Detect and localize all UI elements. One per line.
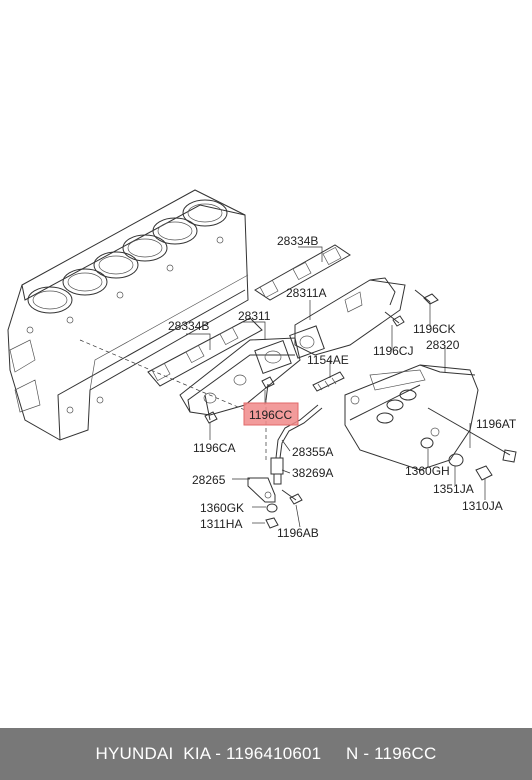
label-28265: 28265 [192,473,226,487]
part-labels: 28334B 28311A 28334B 28311 1196CK 1196CJ… [168,234,517,540]
label-1154ae: 1154AE [307,353,349,367]
highlight-box-1196cc [243,402,299,426]
exhaust-manifold-diagram: 28334B 28311A 28334B 28311 1196CK 1196CJ… [7,189,517,540]
gasket-28334b-left [147,317,263,387]
footer-bar: HYUNDAI KIA - 1196410601 N - 1196CC [0,728,532,780]
label-1360gk: 1360GK [200,501,244,515]
turbo-outlet-28320 [344,364,479,471]
exhaust-manifold-28311 [179,337,301,416]
label-28320: 28320 [426,338,460,352]
label-1196cc: 1196CC [249,408,292,422]
label-1196cj: 1196CJ [373,344,413,358]
label-1311ha: 1311HA [200,517,242,531]
label-38269a: 38269A [292,466,333,480]
leader-lines [186,246,486,528]
bolts-and-fasteners [204,289,517,529]
label-1196at: 1196AT [476,417,517,431]
label-28311: 28311 [238,309,271,323]
label-28334b-left: 28334B [168,319,209,333]
label-1351ja: 1351JA [433,482,474,496]
label-28311a: 28311A [286,286,326,300]
label-28334b-top: 28334B [277,234,318,248]
label-1196ck: 1196CK [413,322,455,336]
label-1196ab: 1196AB [277,526,319,540]
label-1310ja: 1310JA [462,499,503,513]
label-1360gh: 1360GH [405,464,450,478]
engine-block-drawing [7,189,249,441]
label-28355a: 28355A [292,445,333,459]
exhaust-manifold-28311a [289,277,406,359]
gasket-28334b-top [254,244,351,301]
label-1196ca: 1196CA [193,441,235,455]
footer-part-number: HYUNDAI KIA - 1196410601 N - 1196CC [95,744,437,763]
